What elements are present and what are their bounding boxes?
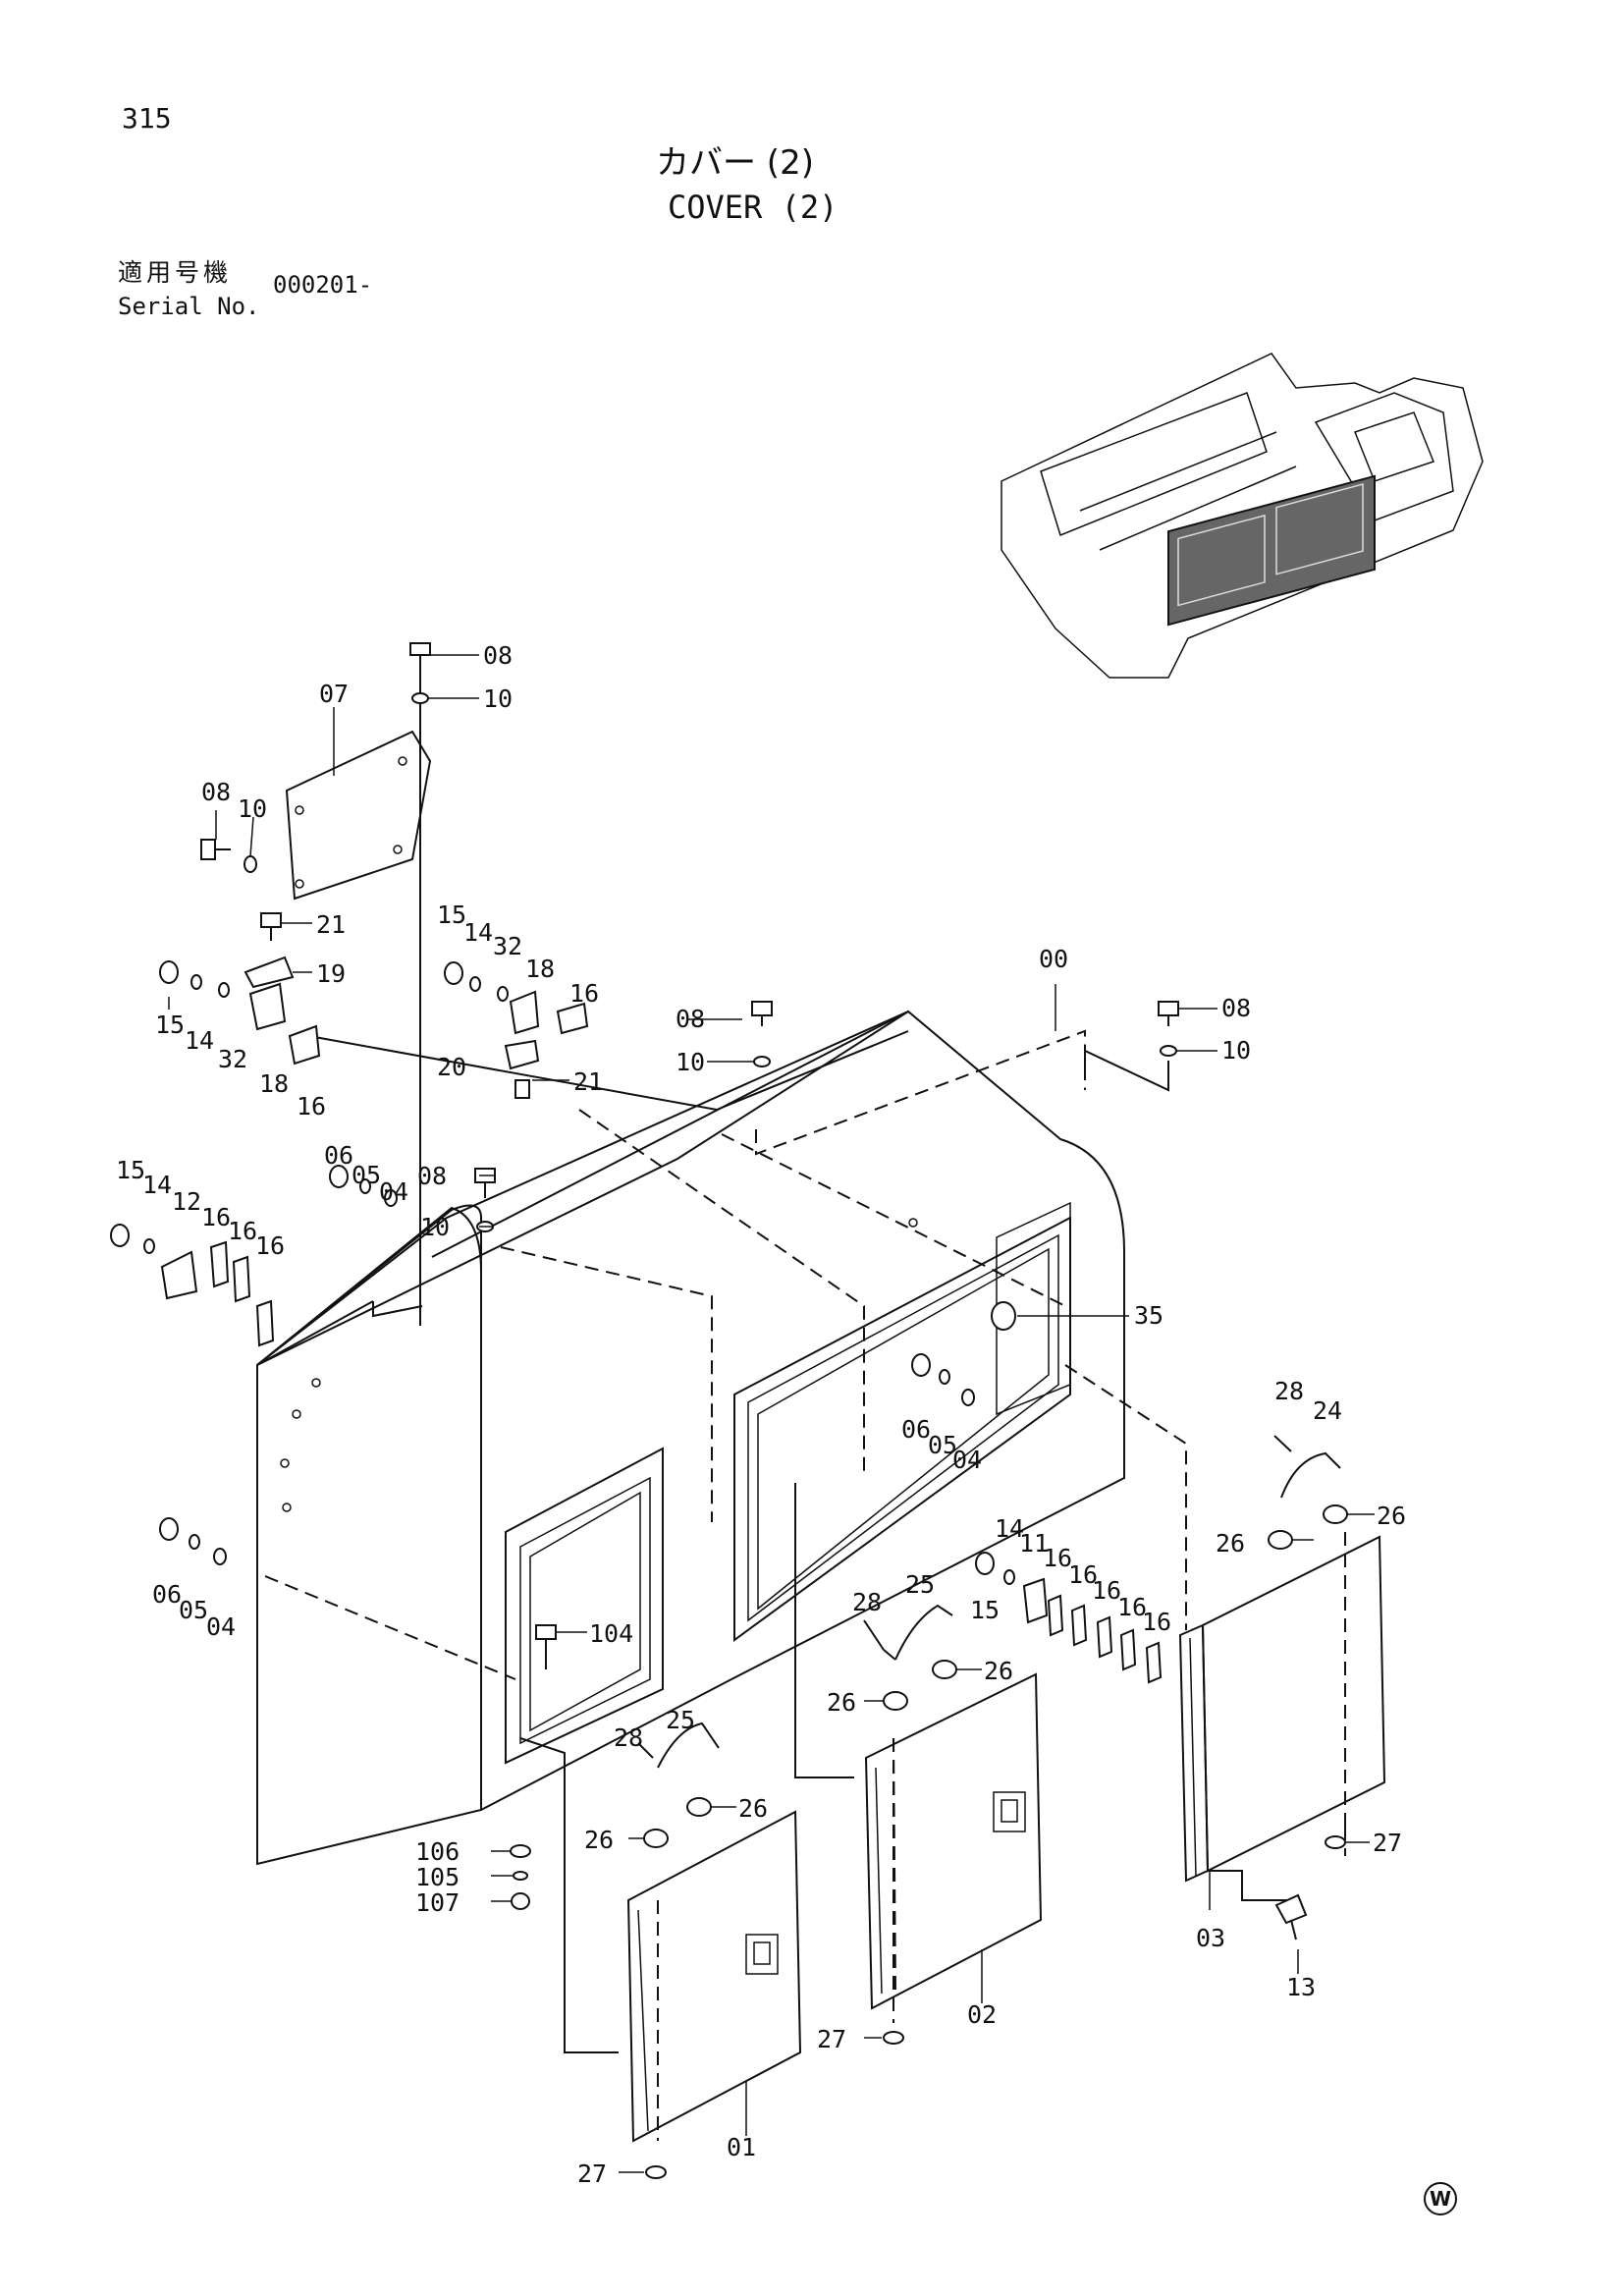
label-26-center-a: 26: [984, 1657, 1013, 1685]
title-japanese: カバー (2): [656, 143, 814, 183]
label-25-left: 25: [666, 1706, 695, 1734]
serial-label-japanese: 適用号機: [118, 258, 233, 287]
label-15-right: 15: [970, 1596, 1000, 1624]
hardware-parts: [110, 642, 1348, 2179]
title-english: COVER (2): [668, 189, 839, 226]
label-16-lower-b: 16: [228, 1217, 257, 1245]
label-14-lower: 14: [142, 1171, 172, 1199]
label-32-left: 32: [218, 1045, 247, 1073]
label-10-right: 10: [1221, 1036, 1251, 1065]
door-01: [626, 1810, 802, 2143]
machine-locator-view: [1001, 353, 1484, 679]
leader-lines: [168, 654, 1375, 2173]
label-21-mid: 21: [573, 1067, 603, 1096]
label-13: 13: [1286, 1973, 1316, 2001]
label-10-center: 10: [676, 1048, 705, 1076]
label-15-mid: 15: [437, 901, 466, 929]
label-03: 03: [1196, 1924, 1225, 1952]
label-08-plate: 08: [201, 778, 231, 806]
label-26-left-a: 26: [738, 1794, 768, 1823]
label-28-left: 28: [614, 1723, 643, 1752]
cover-box-main: [256, 1010, 1125, 1866]
label-14-right: 14: [995, 1514, 1024, 1543]
label-14-mid: 14: [463, 918, 493, 947]
label-16-lower-c: 16: [255, 1231, 285, 1260]
label-27-center: 27: [817, 2025, 846, 2053]
label-16-right-d: 16: [1117, 1593, 1147, 1621]
label-00: 00: [1039, 945, 1068, 973]
assembly-guide-lines: [264, 678, 1346, 2053]
label-10-top: 10: [483, 684, 513, 713]
label-10-plate: 10: [238, 794, 267, 823]
label-28-center: 28: [852, 1588, 882, 1616]
label-32-mid: 32: [493, 932, 522, 960]
label-08-top: 08: [483, 641, 513, 670]
serial-label-english: Serial No.: [118, 293, 260, 320]
label-04-left: 04: [206, 1613, 236, 1641]
label-05-upper: 05: [352, 1161, 381, 1189]
label-16-right-c: 16: [1092, 1576, 1121, 1605]
label-16-mid: 16: [569, 979, 599, 1008]
serial-number-value: 000201-: [273, 271, 373, 299]
label-16-right-b: 16: [1068, 1560, 1098, 1589]
label-15-lower: 15: [116, 1156, 145, 1184]
label-16-left: 16: [297, 1092, 326, 1121]
label-08-center: 08: [676, 1005, 705, 1033]
label-26-right-a: 26: [1377, 1502, 1406, 1530]
cover-plate-07: [285, 730, 432, 901]
brand-mark-icon: W: [1424, 2182, 1457, 2215]
label-20: 20: [437, 1053, 466, 1081]
label-10-upper: 10: [420, 1213, 450, 1241]
door-03: [1178, 1532, 1386, 1883]
label-26-center-b: 26: [827, 1688, 856, 1717]
label-27-right: 27: [1373, 1829, 1402, 1857]
label-26-left-b: 26: [584, 1826, 614, 1854]
label-08-upper: 08: [417, 1162, 447, 1190]
label-18-mid: 18: [525, 955, 555, 983]
label-05-left: 05: [179, 1596, 208, 1624]
label-06-left: 06: [152, 1580, 182, 1609]
label-06-upper: 06: [324, 1141, 353, 1170]
label-21-left: 21: [316, 910, 346, 939]
label-02: 02: [967, 2000, 997, 2029]
label-16-lower-a: 16: [201, 1203, 231, 1231]
label-106: 106: [415, 1837, 460, 1866]
label-18-left: 18: [259, 1069, 289, 1098]
label-16-right-e: 16: [1142, 1608, 1171, 1636]
label-35: 35: [1134, 1301, 1163, 1330]
door-02: [864, 1672, 1043, 2010]
part-number-labels: 00 01 02 03 13 07 08 10 08 10 21 19 15 1…: [116, 641, 1406, 2188]
label-24: 24: [1313, 1396, 1342, 1425]
label-06-center: 06: [901, 1415, 931, 1444]
label-26-right-b: 26: [1216, 1529, 1245, 1558]
label-04-center: 04: [952, 1446, 982, 1474]
label-15-left: 15: [155, 1011, 185, 1039]
label-104: 104: [589, 1619, 633, 1648]
label-01: 01: [727, 2133, 756, 2161]
page-number: 315: [122, 102, 172, 135]
label-25-center: 25: [905, 1570, 935, 1599]
label-08-right: 08: [1221, 994, 1251, 1022]
label-28-right: 28: [1274, 1377, 1304, 1405]
label-04-upper: 04: [379, 1177, 408, 1206]
label-11: 11: [1019, 1529, 1049, 1558]
label-19: 19: [316, 959, 346, 988]
label-107: 107: [415, 1888, 460, 1917]
label-12: 12: [172, 1187, 201, 1216]
label-105: 105: [415, 1863, 460, 1891]
label-05-center: 05: [928, 1431, 957, 1459]
label-27-left: 27: [577, 2159, 607, 2188]
label-07: 07: [319, 680, 349, 708]
label-16-right-a: 16: [1043, 1544, 1072, 1572]
label-14-left: 14: [185, 1026, 214, 1055]
